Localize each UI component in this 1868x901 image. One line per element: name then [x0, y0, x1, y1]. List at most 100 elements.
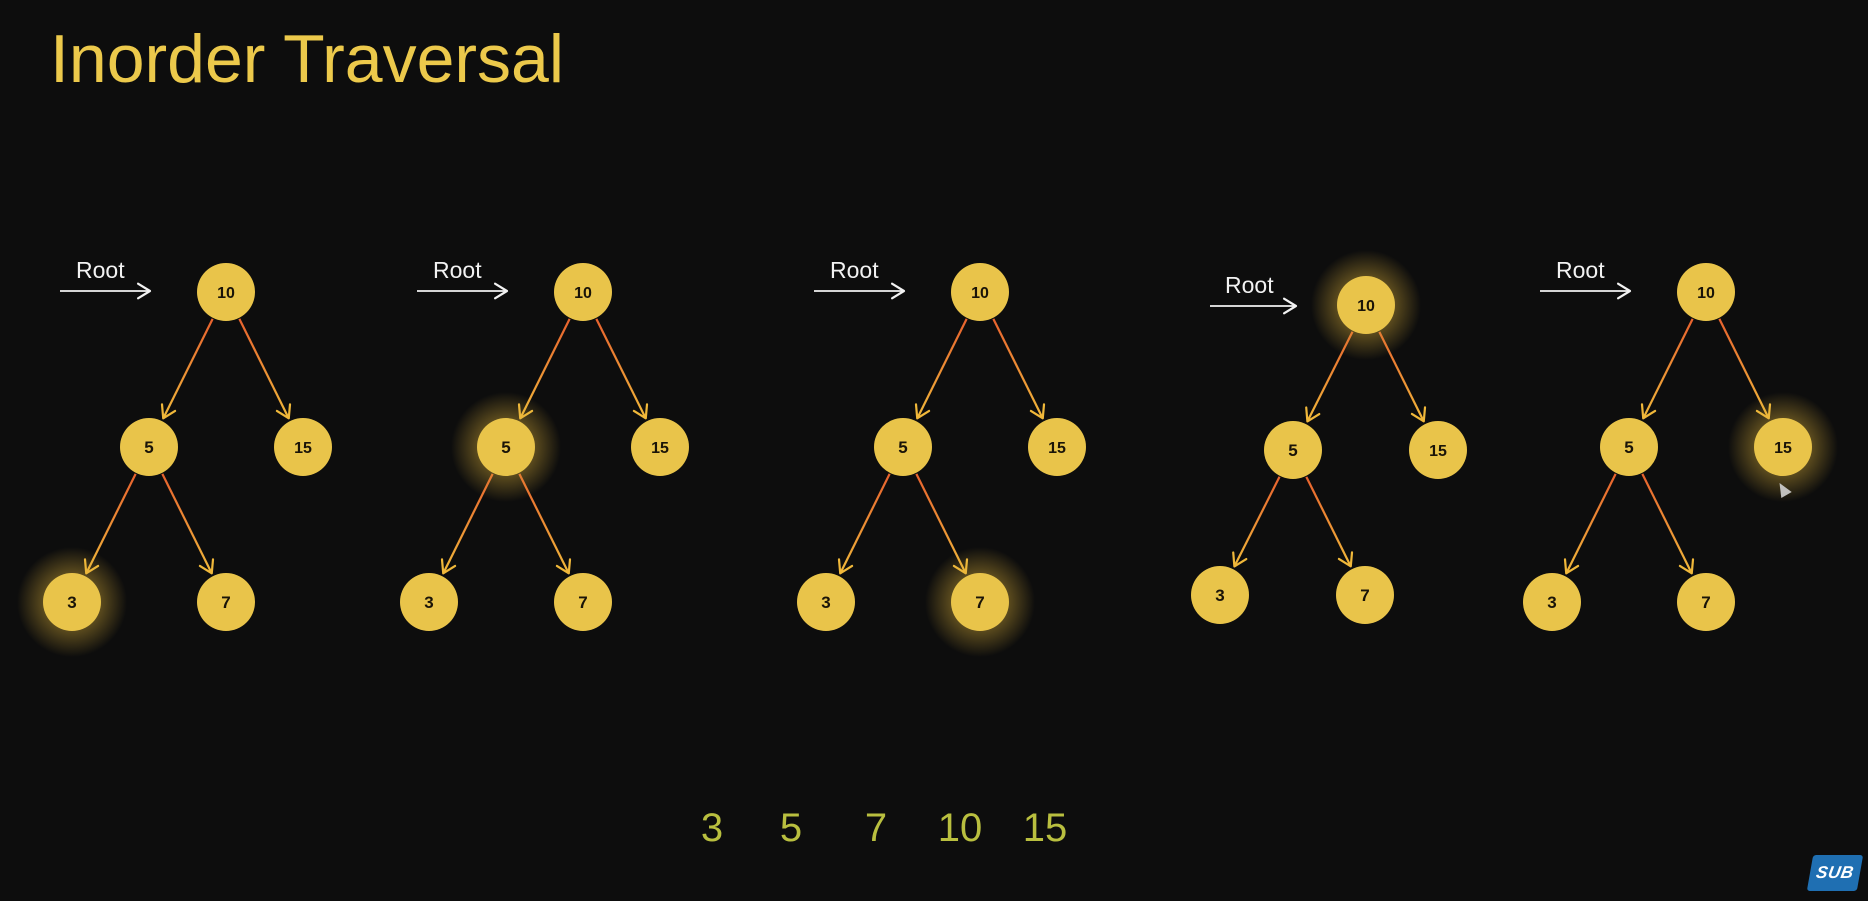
tree-node-label: 7 — [975, 593, 984, 612]
tree-node-label: 7 — [1701, 593, 1710, 612]
root-label: Root — [433, 257, 482, 283]
tree-edge — [595, 318, 647, 419]
tree-edge — [238, 318, 290, 419]
tree-edge-arrowhead — [1029, 403, 1046, 420]
root-label: Root — [1225, 272, 1274, 298]
tree-edge-arrowhead — [440, 558, 457, 575]
tree-node — [197, 263, 255, 321]
sub-badge: SUB — [1806, 855, 1864, 891]
tree-node — [554, 263, 612, 321]
tree-node — [874, 418, 932, 476]
tree-edge-arrowhead — [1410, 406, 1427, 423]
tree-node-label: 3 — [1215, 586, 1224, 605]
tree-node — [1336, 566, 1394, 624]
result-value: 7 — [864, 806, 888, 850]
tree-edge — [1305, 476, 1352, 567]
tree-edge — [1641, 473, 1693, 574]
tree-edge-arrowhead — [837, 558, 854, 575]
result-value: 5 — [779, 806, 803, 850]
tree-node — [1191, 566, 1249, 624]
root-label: Root — [1556, 257, 1605, 283]
tree-node-label: 3 — [821, 593, 830, 612]
tree-node — [274, 418, 332, 476]
inorder-result-sequence: 3 5 7 10 15 — [0, 806, 1868, 862]
result-value: 3 — [700, 806, 724, 850]
tree-node — [477, 418, 535, 476]
tree-node — [797, 573, 855, 631]
tree-node — [1677, 573, 1735, 631]
tree-node-label: 5 — [898, 438, 907, 457]
tree-node-label: 7 — [578, 593, 587, 612]
tree-edge-arrowhead — [1640, 403, 1657, 420]
slide-title: Inorder Traversal — [50, 21, 564, 97]
root-label: Root — [830, 257, 879, 283]
tree-node — [120, 418, 178, 476]
tree-node-label: 5 — [501, 438, 510, 457]
tree-edge — [1233, 476, 1281, 567]
tree-node-label: 15 — [294, 440, 312, 457]
tree-edge-arrowhead — [914, 403, 931, 420]
root-pointer-arrowhead — [890, 282, 906, 300]
tree-edge — [161, 473, 213, 574]
root-pointer-arrowhead — [1616, 282, 1632, 300]
tree-node-label: 5 — [144, 438, 153, 457]
tree-node — [1337, 276, 1395, 334]
tree-node — [197, 573, 255, 631]
tree-node-label: 3 — [67, 593, 76, 612]
tree-edge-arrowhead — [1337, 551, 1354, 568]
tree-node-label: 10 — [217, 285, 235, 302]
traversal-step-panel: Root 10 5 15 3 7 — [17, 257, 332, 657]
result-value: 10 — [937, 806, 983, 850]
tree-node — [1409, 421, 1467, 479]
tree-node — [951, 263, 1009, 321]
tree-node — [1677, 263, 1735, 321]
root-pointer-arrowhead — [1282, 297, 1298, 315]
tree-node — [400, 573, 458, 631]
tree-node — [951, 573, 1009, 631]
tree-node — [1028, 418, 1086, 476]
root-pointer-arrowhead — [136, 282, 152, 300]
tree-edge-arrowhead — [1563, 558, 1580, 575]
tree-edge-arrowhead — [632, 403, 649, 420]
tree-node-label: 7 — [221, 593, 230, 612]
tree-node-label: 10 — [971, 285, 989, 302]
tree-edge — [1565, 473, 1617, 574]
tree-edge — [162, 318, 214, 419]
tree-edge — [839, 473, 891, 574]
traversal-step-panel: Root 10 5 15 3 7 — [797, 257, 1086, 657]
tree-node — [1523, 573, 1581, 631]
tree-edge-arrowhead — [275, 403, 292, 420]
result-value: 15 — [1022, 806, 1068, 850]
tree-node-label: 10 — [1697, 285, 1715, 302]
tree-node-label: 15 — [1048, 440, 1066, 457]
tree-edge-arrowhead — [1305, 406, 1321, 423]
tree-edge — [1642, 318, 1694, 419]
tree-edge-arrowhead — [1678, 558, 1695, 575]
tree-edge — [916, 318, 968, 419]
tree-edge-arrowhead — [555, 558, 572, 575]
tree-node — [631, 418, 689, 476]
tree-edge-arrowhead — [160, 403, 177, 420]
tree-node-label: 10 — [1357, 298, 1375, 315]
sub-badge-label: SUB — [1814, 863, 1856, 882]
tree-node-label: 15 — [1429, 443, 1447, 460]
traversal-step-panel: Root 10 5 15 3 7 — [400, 257, 689, 631]
root-pointer-arrowhead — [493, 282, 509, 300]
tree-edge-arrowhead — [198, 558, 215, 575]
traversal-step-panel: Root 10 5 15 3 7 — [1523, 257, 1838, 631]
tree-node — [1264, 421, 1322, 479]
root-label: Root — [76, 257, 125, 283]
tree-node-label: 3 — [424, 593, 433, 612]
tree-node-label: 5 — [1624, 438, 1633, 457]
tree-node — [43, 573, 101, 631]
tree-node-label: 7 — [1360, 586, 1369, 605]
tree-node-label: 10 — [574, 285, 592, 302]
tree-node — [554, 573, 612, 631]
tree-node — [1600, 418, 1658, 476]
tree-node-label: 15 — [1774, 440, 1792, 457]
tree-node-label: 3 — [1547, 593, 1556, 612]
tree-node-label: 15 — [651, 440, 669, 457]
